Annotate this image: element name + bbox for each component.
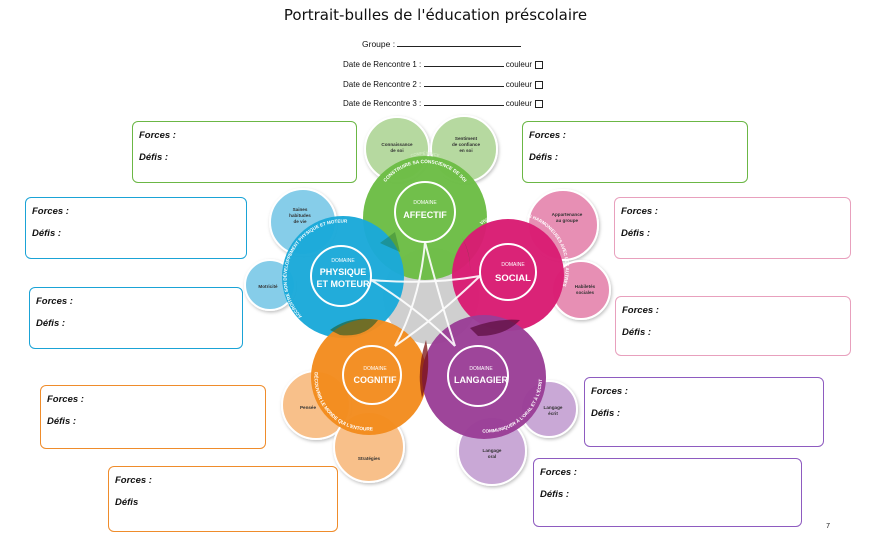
- notes-box-green-right[interactable]: Forces : Défis :: [522, 121, 748, 183]
- svg-text:sociales: sociales: [576, 290, 595, 295]
- svg-text:Stratégies: Stratégies: [358, 456, 381, 461]
- svg-text:Appartenance: Appartenance: [552, 212, 583, 217]
- svg-text:Motricité: Motricité: [258, 284, 278, 289]
- forces-label: Forces :: [32, 206, 69, 217]
- svg-text:ACCROÎTRE SON DÉVELOPPEMENT PH: ACCROÎTRE SON DÉVELOPPEMENT PHYSIQUE ET …: [281, 219, 349, 320]
- svg-text:Langage: Langage: [483, 448, 502, 453]
- svg-text:de vie: de vie: [293, 219, 306, 224]
- notes-box-blue-bottom[interactable]: Forces : Défis :: [29, 287, 243, 349]
- forces-label: Forces :: [622, 305, 659, 316]
- svg-text:CONSTRUIRE SA CONSCIENCE DE SO: CONSTRUIRE SA CONSCIENCE DE SOI: [382, 159, 467, 184]
- defis-label: Défis :: [540, 489, 570, 500]
- svg-text:AFFECTIF: AFFECTIF: [403, 210, 447, 220]
- color-label: couleur: [505, 80, 532, 89]
- defis-label: Défis :: [591, 408, 621, 419]
- svg-text:DOMAINE: DOMAINE: [413, 200, 437, 206]
- svg-text:COMPÉTENCE: COMPÉTENCE: [410, 151, 441, 159]
- defis-label: Défis :: [32, 228, 62, 239]
- svg-text:Habiletés: Habiletés: [575, 284, 596, 289]
- meeting-line-2: Date de Rencontre 2 : couleur: [343, 78, 543, 89]
- forces-label: Forces :: [47, 394, 84, 405]
- svg-text:DOMAINE: DOMAINE: [363, 366, 387, 372]
- color-checkbox[interactable]: [535, 80, 543, 89]
- page-title: Portrait-bulles de l'éducation préscolai…: [283, 6, 588, 24]
- color-checkbox[interactable]: [535, 60, 543, 69]
- notes-box-orange-bottom[interactable]: Forces : Défis: [108, 466, 338, 532]
- defis-label: Défis :: [529, 152, 559, 163]
- svg-text:en soi: en soi: [459, 148, 472, 153]
- svg-text:SOCIAL: SOCIAL: [495, 273, 531, 284]
- meeting-label: Date de Rencontre 2 :: [343, 80, 422, 89]
- notes-box-purple-top[interactable]: Forces : Défis :: [584, 377, 824, 447]
- meeting-date-field[interactable]: [423, 78, 504, 87]
- forces-label: Forces :: [591, 386, 628, 397]
- svg-text:Pensée: Pensée: [300, 405, 317, 410]
- meeting-label: Date de Rencontre 1 :: [343, 60, 422, 69]
- color-label: couleur: [505, 60, 532, 69]
- svg-text:Saines: Saines: [293, 207, 308, 212]
- svg-text:COGNITIF: COGNITIF: [354, 375, 397, 385]
- page-number: 7: [826, 523, 830, 530]
- notes-box-pink-bottom[interactable]: Forces : Défis :: [615, 296, 851, 356]
- forces-label: Forces :: [36, 296, 73, 307]
- defis-label: Défis :: [36, 318, 66, 329]
- svg-text:Langage: Langage: [544, 405, 563, 410]
- svg-text:VIVRE DES RELATIONS HARMONIEUS: VIVRE DES RELATIONS HARMONIEUSES AVEC LE…: [479, 211, 570, 288]
- meeting-label: Date de Rencontre 3 :: [343, 99, 422, 108]
- notes-box-blue-top[interactable]: Forces : Défis :: [25, 197, 247, 259]
- defis-label: Défis :: [622, 327, 652, 338]
- forces-label: Forces :: [529, 130, 566, 141]
- notes-box-green-left[interactable]: Forces : Défis :: [132, 121, 357, 183]
- forces-label: Forces :: [621, 206, 658, 217]
- color-label: couleur: [505, 99, 532, 108]
- notes-box-pink-top[interactable]: Forces : Défis :: [614, 197, 851, 259]
- svg-text:ET MOTEUR: ET MOTEUR: [317, 279, 370, 289]
- svg-text:PHYSIQUE: PHYSIQUE: [320, 267, 367, 277]
- svg-text:écrit: écrit: [548, 411, 558, 416]
- svg-text:LANGAGIER: LANGAGIER: [454, 375, 509, 385]
- group-line: Groupe :: [362, 38, 522, 49]
- forces-label: Forces :: [139, 130, 176, 141]
- svg-text:oral: oral: [488, 454, 496, 459]
- svg-text:DOMAINE: DOMAINE: [501, 262, 525, 268]
- defis-label: Défis: [115, 497, 139, 508]
- meeting-line-3: Date de Rencontre 3 : couleur: [343, 97, 543, 108]
- meeting-date-field[interactable]: [423, 58, 504, 67]
- group-label: Groupe :: [362, 39, 396, 49]
- svg-text:COMMUNIQUER À L'ORAL ET À L'ÉC: COMMUNIQUER À L'ORAL ET À L'ÉCRIT: [482, 379, 543, 434]
- meeting-line-1: Date de Rencontre 1 : couleur: [343, 58, 543, 69]
- group-field[interactable]: [397, 38, 522, 47]
- svg-text:habitudes: habitudes: [289, 213, 311, 218]
- svg-text:de soi: de soi: [390, 148, 403, 153]
- svg-text:Sentiment: Sentiment: [455, 136, 478, 141]
- defis-label: Défis :: [139, 152, 169, 163]
- notes-box-orange-top[interactable]: Forces : Défis :: [40, 385, 266, 449]
- svg-text:DOMAINE: DOMAINE: [331, 258, 355, 264]
- svg-text:au groupe: au groupe: [556, 218, 579, 223]
- svg-text:Connaissance: Connaissance: [381, 142, 413, 147]
- meeting-date-field[interactable]: [423, 97, 504, 106]
- defis-label: Défis :: [47, 416, 77, 427]
- color-checkbox[interactable]: [535, 99, 543, 108]
- svg-text:DÉCOUVRIR LE MONDE QUI L'ENTOU: DÉCOUVRIR LE MONDE QUI L'ENTOURE: [312, 372, 374, 433]
- svg-text:DOMAINE: DOMAINE: [469, 366, 493, 372]
- svg-text:de confiance: de confiance: [452, 142, 481, 147]
- forces-label: Forces :: [115, 475, 152, 486]
- notes-box-purple-bottom[interactable]: Forces : Défis :: [533, 458, 802, 527]
- defis-label: Défis :: [621, 228, 651, 239]
- forces-label: Forces :: [540, 467, 577, 478]
